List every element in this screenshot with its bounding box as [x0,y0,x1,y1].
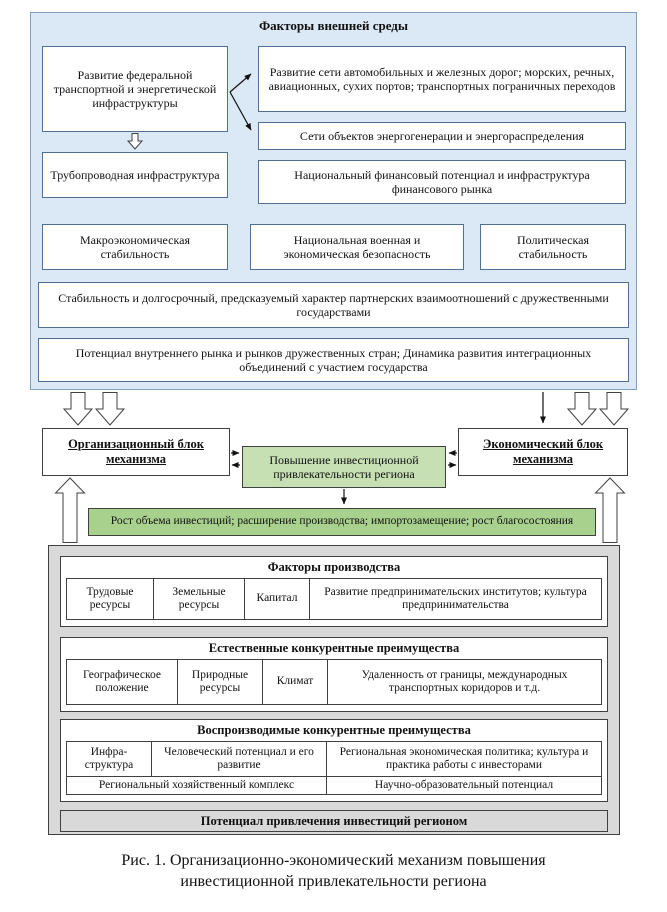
small-down-arrow-icon [127,133,143,150]
potential-footer-bar: Потенциал привлечения инвестиций регионо… [60,810,608,832]
factor-cell: Развитие предпринимательских институтов;… [309,578,602,620]
natural-advantages-title: Естественные конкурентные преимущества [208,641,460,655]
external-factors-title: Факторы внешней среды [258,18,409,33]
factor-cell: Человеческий потенциал и его развитие [151,741,327,777]
factor-cell: Региональная экономическая политика; кул… [326,741,602,777]
up-block-arrow-icon [594,477,626,543]
economic-block-box: Экономический блок механизма [458,428,628,476]
investment-attractiveness-goal-box: Повышение инвестиционной привлекательнос… [242,446,446,488]
production-factors-group: Факторы производства Трудовые ресурсы Зе… [60,556,608,627]
factor-cell: Удаленность от границы, международных тр… [327,659,602,705]
reproducible-advantages-title: Воспроизводимые конкурентные преимуществ… [197,723,471,737]
reproducible-advantages-group: Воспроизводимые конкурентные преимуществ… [60,719,608,802]
factor-cell: Географическое положение [66,659,178,705]
factor-cell: Трудовые ресурсы [66,578,154,620]
natural-advantages-row: Географическое положение Природные ресур… [66,659,602,705]
investment-result-bar: Рост объема инвестиций; расширение произ… [88,508,596,536]
down-block-arrow-icon [599,392,629,426]
up-block-arrow-icon [54,477,86,543]
natural-advantages-group: Естественные конкурентные преимущества Г… [60,637,608,712]
transport-network-box: Развитие сети автомобильных и железных д… [258,46,626,112]
down-block-arrow-icon [567,392,597,426]
federal-infrastructure-box: Развитие федеральной транспортной и энер… [42,46,228,132]
organizational-block-box: Организационный блок механизма [42,428,230,476]
figure-caption-wrap: Рис. 1. Организационно-экономический мех… [0,850,667,892]
down-block-arrow-icon [63,392,93,426]
factor-cell: Научно-образовательный потенциал [326,776,602,795]
financial-potential-box: Национальный финансовый потенциал и инфр… [258,160,626,204]
production-factors-title: Факторы производства [267,560,401,574]
factor-cell: Земельные ресурсы [153,578,245,620]
pipeline-infrastructure-box: Трубопроводная инфраструктура [42,152,228,198]
internal-market-box: Потенциал внутреннего рынка и рынков дру… [38,338,629,382]
reproducible-advantages-row1: Инфра- структура Человеческий потенциал … [66,741,602,777]
political-stability-box: Политическая стабильность [480,224,626,270]
down-block-arrow-icon [95,392,125,426]
macro-stability-box: Макроэкономическая стабильность [42,224,228,270]
factor-cell: Инфра- структура [66,741,152,777]
reproducible-advantages-row2: Региональный хозяйственный комплекс Науч… [66,776,602,795]
factor-cell: Природные ресурсы [177,659,263,705]
production-factors-row: Трудовые ресурсы Земельные ресурсы Капит… [66,578,602,620]
factor-cell: Климат [262,659,328,705]
factor-cell: Капитал [244,578,310,620]
factor-cell: Региональный хозяйственный комплекс [66,776,327,795]
energy-network-box: Сети объектов энергогенерации и энергора… [258,122,626,150]
partner-stability-box: Стабильность и долгосрочный, предсказуем… [38,282,629,328]
national-security-box: Национальная военная и экономическая без… [250,224,464,270]
figure-caption: Рис. 1. Организационно-экономический мех… [121,852,546,891]
